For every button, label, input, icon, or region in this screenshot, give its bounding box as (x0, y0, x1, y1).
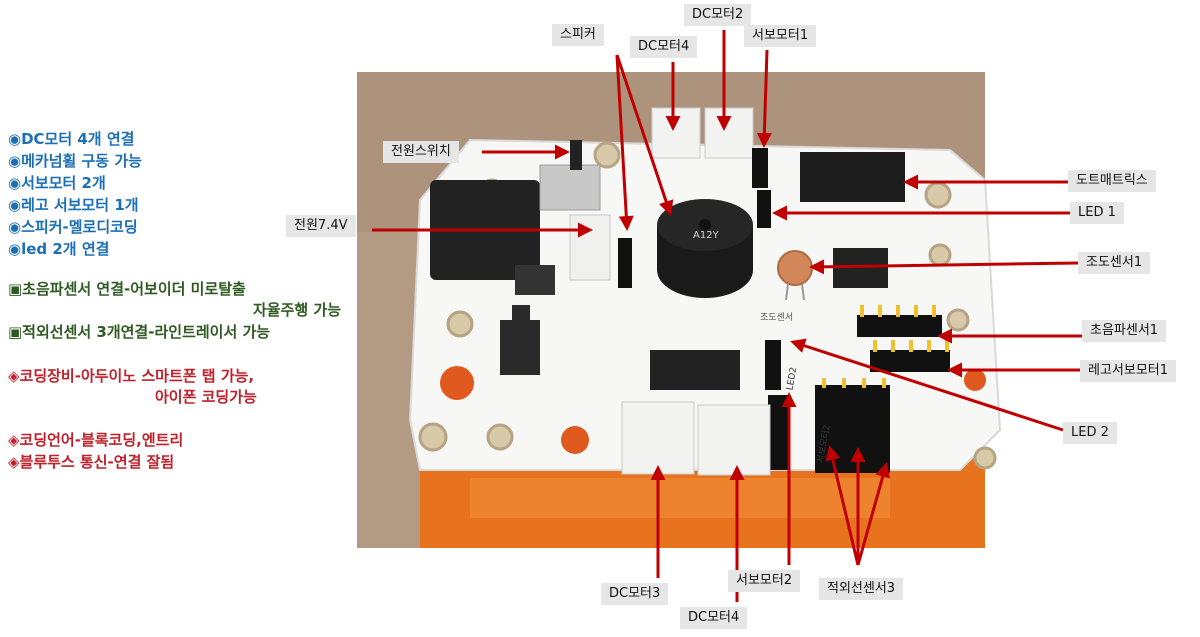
callout-power: 전원7.4V (286, 215, 356, 237)
feature-coding-language: ◈코딩언어-블록코딩,엔트리 (8, 431, 184, 449)
callout-dc-motor-4-bottom: DC모터4 (680, 607, 748, 629)
feature-servo: ◉서보모터 2개 (8, 174, 106, 192)
feature-mecanum: ◉메카넘휠 구동 가능 (8, 152, 142, 170)
callout-ir-sensor-3: 적외선센서3 (819, 578, 904, 600)
led2-silkscreen: LED2 (785, 366, 799, 391)
speaker-buzzer (657, 199, 753, 298)
feature-bluetooth: ◈블루투스 통신-연결 잘됨 (8, 453, 175, 471)
pin-headers (618, 148, 950, 473)
speaker-silkscreen: A12Y (693, 230, 720, 241)
pin-tips (822, 305, 949, 388)
connector-dc-motor-4b (697, 404, 771, 476)
feature-dc-motors: ◉DC모터 4개 연결 (8, 130, 135, 148)
callout-dc-motor-2: DC모터2 (684, 4, 752, 26)
callout-lego-servo-motor-1: 레고서보모터1 (1080, 360, 1177, 382)
feature-speaker: ◉스피커-멜로디코딩 (8, 218, 138, 236)
feature-autonomous: 자율주행 가능 (253, 301, 342, 319)
arrow-led-2 (790, 338, 1064, 432)
light-sensor-silkscreen: 조도센서 (760, 312, 793, 323)
arrow-speaker-2 (615, 54, 674, 216)
arrow-servo-motor-1 (756, 49, 772, 148)
arrow-ir-sensor-3 (856, 462, 890, 566)
regulator (500, 320, 540, 375)
feature-iphone: 아이폰 코딩가능 (155, 388, 257, 406)
callout-speaker: 스피커 (552, 24, 604, 46)
callout-servo-motor-1: 서보모터1 (744, 25, 817, 47)
dot-matrix-connector (800, 152, 905, 202)
callout-dc-motor-3: DC모터3 (601, 583, 669, 605)
driver-chip (650, 350, 740, 390)
arrow-ir-sensor-1 (825, 445, 860, 566)
feature-coding-devices: ◈코딩장비-아두이노 스마트폰 탭 가능, (8, 367, 255, 385)
callout-led-1: LED 1 (1070, 202, 1124, 224)
feature-ultrasonic: ▣초음파센서 연결-어보이더 미로탈출 (8, 280, 246, 298)
callout-ultrasonic-sensor-1: 초음파센서1 (1082, 320, 1167, 342)
callout-led-2: LED 2 (1063, 422, 1117, 444)
feature-ir: ▣적외선센서 3개연결-라인트레이서 가능 (8, 323, 271, 341)
callout-dot-matrix: 도트매트릭스 (1068, 170, 1156, 192)
feature-lego-servo: ◉레고 서보모터 1개 (8, 196, 139, 214)
arrow-light-sensor (809, 259, 1079, 275)
callout-dc-motor-4: DC모터4 (630, 36, 698, 58)
arrow-speaker-1 (615, 54, 634, 231)
callout-power-switch: 전원스위치 (383, 141, 459, 163)
power-switch (539, 164, 601, 211)
callout-light-sensor-1: 조도센서1 (1078, 252, 1151, 274)
callout-servo-motor-2: 서보모터2 (728, 570, 801, 592)
feature-led: ◉led 2개 연결 (8, 240, 110, 258)
